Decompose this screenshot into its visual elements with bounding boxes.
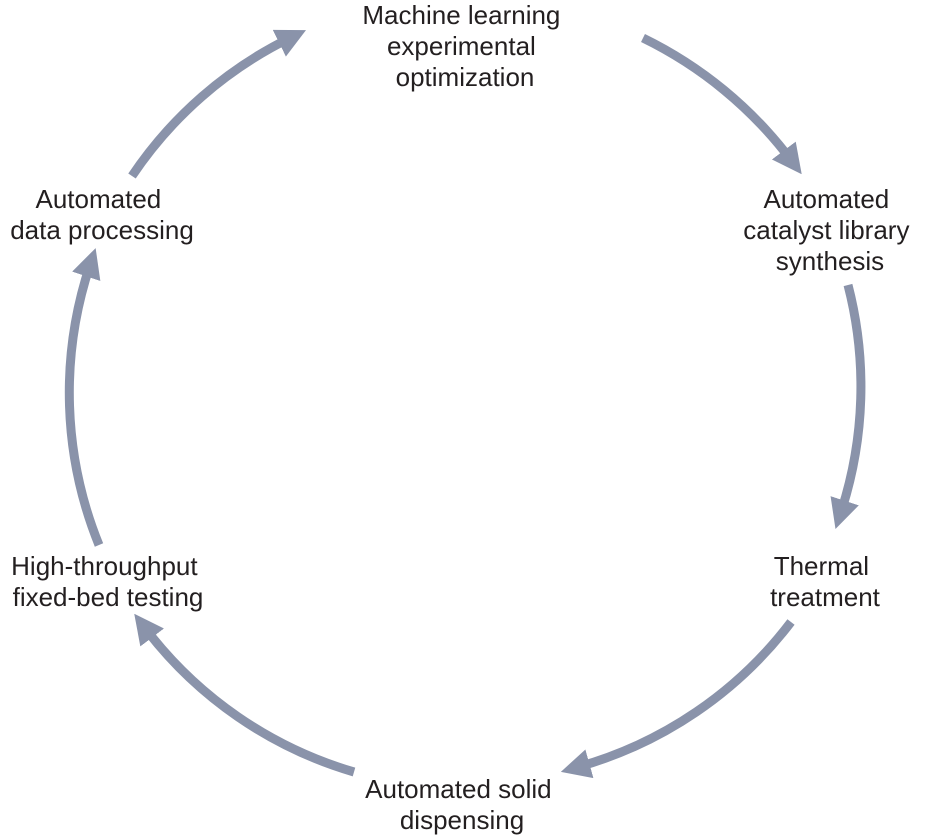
svg-text:Automated catalyst libra: Automated catalyst library synthesis [743,184,916,276]
arrow-thermal-to-dispensing [560,619,795,779]
svg-text:High-throughput fixed-be: High-throughput fixed-bed testing [11,551,205,612]
solid-dispensing-line-1: Automated solid [365,774,551,804]
library-synthesis-line-1: Automated [764,184,890,214]
node-solid-dispensing: Automated solid dispensing [365,774,559,835]
node-data-processing: Automated data processing [10,184,194,245]
fixed-bed-testing-line-1: High-throughput [11,551,198,581]
svg-text:Automated solid dispensi: Automated solid dispensing [365,774,559,835]
arrow-ml-to-synthesis [641,33,802,175]
solid-dispensing-line-2: dispensing [400,805,524,835]
library-synthesis-line-3: synthesis [776,246,884,276]
ml-optimization-line-2: experimental [387,31,536,61]
data-processing-line-2: data processing [10,215,194,245]
arrow-arcs [64,29,866,779]
arrow-dispensing-to-testing [134,613,356,777]
node-library-synthesis: Automated catalyst library synthesis [743,184,916,276]
data-processing-line-1: Automated [36,184,162,214]
node-ml-optimization: Machine learning experimental optimizati… [362,0,567,92]
thermal-treatment-line-1: Thermal [774,551,869,581]
svg-text:Thermal treatment: Thermal treatment [770,551,881,612]
arrow-synthesis-to-thermal [830,283,866,529]
node-thermal-treatment: Thermal treatment [770,551,881,612]
node-fixed-bed-testing: High-throughput fixed-bed testing [11,551,205,612]
library-synthesis-line-2: catalyst library [743,215,909,245]
svg-text:Automated data processin: Automated data processing [10,184,194,245]
svg-text:Machine learning experim: Machine learning experimental optimizati… [362,0,567,92]
fixed-bed-testing-line-2: fixed-bed testing [13,582,204,612]
ml-optimization-line-3: optimization [396,62,535,92]
arrow-testing-to-dataprocessing [64,248,104,547]
thermal-treatment-line-2: treatment [770,582,881,612]
ml-optimization-line-1: Machine learning [362,0,560,30]
arrow-dataprocessing-to-ml [128,29,306,179]
